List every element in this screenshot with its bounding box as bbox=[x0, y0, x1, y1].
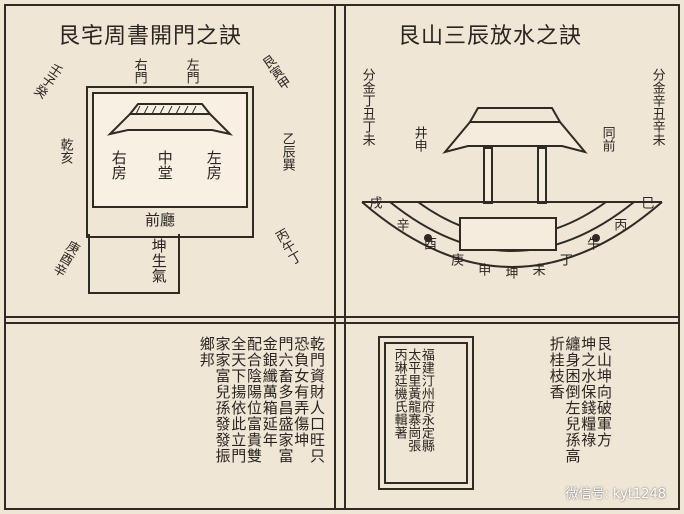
left-paragraph: 乾門資財人口旺只 恐負女有弄傷坤 門六畜多昌盛家富 金銀纖萬箱延年 配合陰陽位富… bbox=[197, 336, 326, 506]
stamp-line: 丙琳廷機氏輯著 bbox=[391, 348, 407, 439]
left-paragraph-line: 配合陰陽位富貴雙 bbox=[245, 336, 263, 464]
gate-label: 坤生氣 bbox=[149, 238, 168, 283]
left-house-roof bbox=[106, 103, 234, 136]
ring-label: 戌 bbox=[369, 196, 383, 212]
label-left-bottom: 庚酉辛 bbox=[48, 237, 82, 279]
watermark: 微信号: kyt1248 bbox=[565, 487, 666, 502]
ring-label: 辛 bbox=[396, 218, 410, 234]
stamp-line: 福建汀州府永定縣 bbox=[418, 348, 434, 452]
left-paragraph-line: 鄉邦 bbox=[197, 336, 216, 368]
house-center: 中堂 bbox=[155, 150, 174, 180]
stamp-line: 太平里黃龍寨崗張 bbox=[405, 348, 421, 452]
label-left-mid: 乾亥 bbox=[57, 138, 73, 164]
right-label-top-right: 分金辛丑辛未 bbox=[649, 68, 665, 146]
right-ring bbox=[361, 201, 663, 268]
hall-label: 前廳 bbox=[145, 211, 176, 229]
right-paragraph-line: 坤之水保錢糧祿 bbox=[579, 336, 598, 448]
ring-label: 丙 bbox=[614, 218, 628, 234]
stamp-text: 福建汀州府永定縣 太平里黃龍寨崗張 丙琳廷機氏輯著 bbox=[391, 348, 434, 474]
label-top-right-inner: 左門 bbox=[183, 58, 199, 84]
label-top-left-inner: 右門 bbox=[131, 58, 147, 84]
right-paragraph-line: 艮山坤向破軍方 bbox=[595, 336, 613, 448]
label-right-bottom: 丙午丁 bbox=[270, 226, 304, 268]
left-paragraph-line: 金銀纖萬箱延年 bbox=[260, 336, 279, 448]
ring-label: 申 bbox=[478, 263, 492, 279]
left-paragraph-line: 家家富兒孫發發振 bbox=[213, 336, 232, 464]
house-right-room: 左房 bbox=[204, 150, 223, 180]
right-paragraph-line: 折桂枝香 bbox=[547, 336, 566, 400]
label-right-mid: 乙辰巽 bbox=[279, 132, 295, 171]
right-title: 艮山三辰放水之訣 bbox=[398, 24, 583, 49]
ring-label: 酉 bbox=[423, 237, 437, 253]
right-paragraph-line: 纏身困倒左兒孫高 bbox=[563, 336, 582, 464]
house-frame bbox=[86, 86, 254, 238]
left-paragraph-line: 恐負女有弄傷坤 bbox=[292, 336, 311, 448]
ring-label: 午 bbox=[587, 237, 601, 253]
ring-label: 庚 bbox=[451, 253, 465, 269]
right-paragraph: 艮山坤向破軍方 坤之水保錢糧祿 纏身困倒左兒孫高 折桂枝香 bbox=[547, 336, 613, 506]
stamp-box bbox=[378, 336, 474, 490]
right-label-mid-left: 井申 bbox=[411, 126, 427, 152]
stamp-inner bbox=[384, 342, 468, 484]
label-top-right-outer: 艮寅甲 bbox=[257, 53, 293, 94]
left-title: 艮宅周書開門之訣 bbox=[58, 24, 243, 49]
ring-label: 丁 bbox=[559, 253, 573, 269]
ring-label: 巳 bbox=[641, 196, 655, 212]
ring-label: 未 bbox=[532, 263, 546, 279]
left-paragraph-line: 乾門資財人口旺只 bbox=[308, 336, 326, 464]
house-inner bbox=[92, 92, 248, 208]
right-label-top-left: 分金丁丑丁未 bbox=[359, 68, 375, 146]
right-label-mid-right: 同前 bbox=[599, 126, 615, 152]
house-left-room: 右房 bbox=[109, 150, 128, 180]
left-paragraph-line: 全天下揚依此立門 bbox=[229, 336, 248, 464]
ring-label: 坤 bbox=[505, 266, 519, 282]
left-paragraph-line: 門六畜多昌盛家富 bbox=[276, 336, 295, 464]
label-top-left-outer: 壬子癸 bbox=[29, 59, 65, 100]
